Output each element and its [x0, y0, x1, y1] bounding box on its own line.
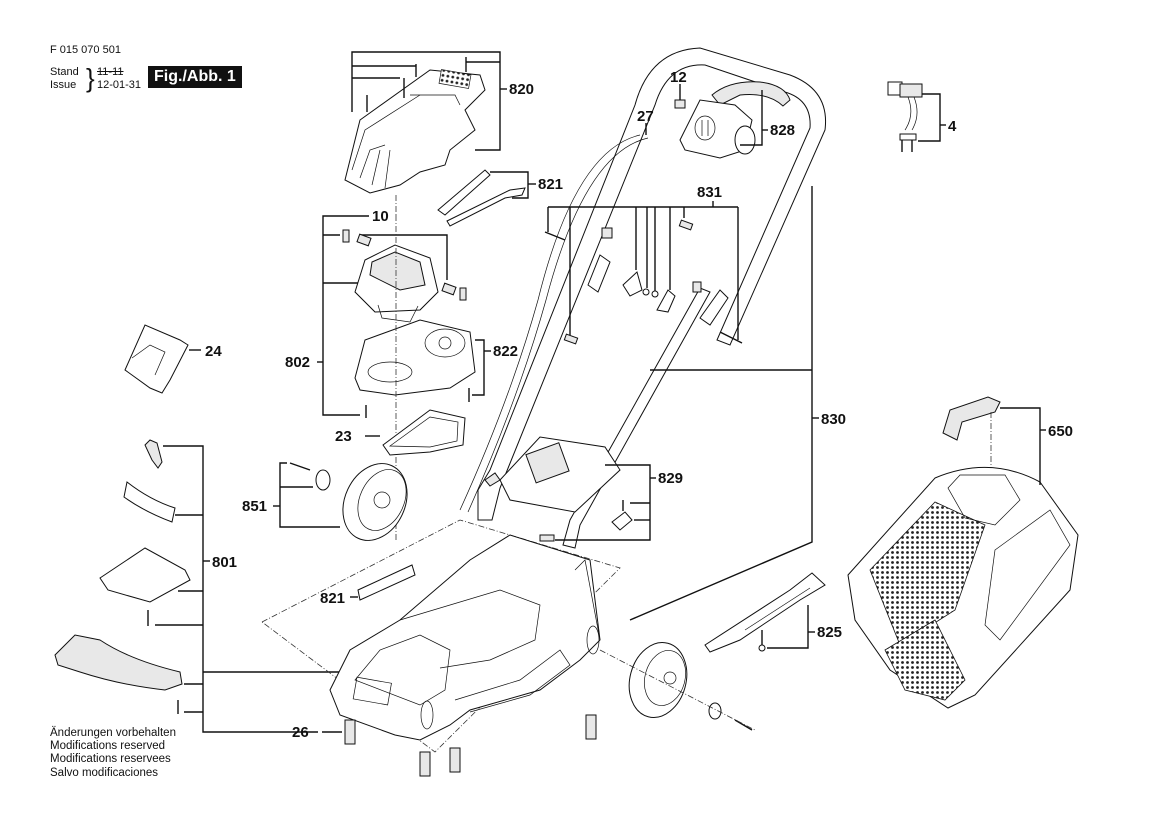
- callout-12: 12: [670, 69, 687, 86]
- figure-label: Fig./Abb. 1: [148, 66, 242, 88]
- callout-851: 851: [242, 498, 267, 515]
- callout-831: 831: [697, 184, 722, 201]
- part-821-foam-bottom[interactable]: [357, 564, 416, 601]
- part-24-logo-cover[interactable]: [124, 324, 189, 394]
- callout-27: 27: [637, 108, 654, 125]
- callout-650: 650: [1048, 423, 1073, 440]
- callout-4: 4: [948, 118, 957, 135]
- part-828-switch-handle[interactable]: [679, 81, 791, 159]
- modification-notice: Änderungen vorbehalten Modifications res…: [50, 727, 176, 780]
- notice-es: Salvo modificaciones: [50, 766, 159, 779]
- leader-4: [918, 93, 946, 142]
- leader-830: [629, 186, 819, 621]
- leader-820: [351, 51, 507, 151]
- leader-650: [1000, 407, 1046, 485]
- part-831-fasteners[interactable]: [544, 219, 743, 345]
- stand-value: 11-11: [97, 66, 124, 78]
- callout-24: 24: [205, 343, 222, 360]
- leader-828: [740, 90, 768, 146]
- leader-10: [317, 215, 448, 416]
- callout-825: 825: [817, 624, 842, 641]
- part-650-grass-catcher[interactable]: [847, 396, 1079, 709]
- notice-en: Modifications reserved: [50, 740, 166, 753]
- leader-825: [767, 605, 815, 649]
- brace-icon: }: [86, 63, 95, 93]
- callout-23: 23: [335, 428, 352, 445]
- screws-820: [366, 57, 467, 112]
- leader-831: [547, 201, 739, 340]
- callout-829: 829: [658, 470, 683, 487]
- part-829-adjuster-cover[interactable]: [484, 436, 633, 542]
- part-851-wheel-right[interactable]: [621, 636, 753, 731]
- callout-820: 820: [509, 81, 534, 98]
- leader-829: [555, 464, 656, 541]
- part-825-blade[interactable]: [704, 572, 826, 653]
- part-4-power-plug[interactable]: [887, 81, 923, 152]
- callout-830: 830: [821, 411, 846, 428]
- mower-deck[interactable]: [329, 534, 601, 741]
- part-23-gasket[interactable]: [382, 409, 466, 456]
- callout-10: 10: [372, 208, 389, 225]
- callout-802: 802: [285, 354, 310, 371]
- part-802-motor[interactable]: [354, 244, 439, 323]
- part-851-wheel-left[interactable]: [289, 453, 419, 551]
- callout-26: 26: [292, 724, 309, 741]
- part-822-fan-housing[interactable]: [354, 319, 476, 396]
- part-820-motor-cover[interactable]: [344, 69, 486, 194]
- leader-801: [155, 445, 340, 733]
- callout-828: 828: [770, 122, 795, 139]
- callout-801: 801: [212, 554, 237, 571]
- callout-822: 822: [493, 343, 518, 360]
- callout-821-top: 821: [538, 176, 563, 193]
- part-801-housing-set[interactable]: [54, 439, 191, 714]
- part-26-mounting-plates[interactable]: [344, 714, 597, 777]
- leader-821-top: [490, 171, 536, 199]
- document-number: F 015 070 501: [50, 44, 121, 56]
- notice-de: Änderungen vorbehalten: [50, 727, 176, 739]
- part-12-cable-clip[interactable]: [674, 99, 686, 109]
- callout-821-bottom: 821: [320, 590, 345, 607]
- part-821-straps[interactable]: [437, 169, 526, 227]
- leader-822: [365, 339, 491, 418]
- issue-value: 12-01-31: [97, 79, 142, 91]
- leader-851: [273, 462, 340, 528]
- part-10-carbon-brushes[interactable]: [342, 229, 467, 301]
- issue-label: Issue: [50, 79, 77, 91]
- notice-fr: Modifications reservees: [50, 753, 171, 766]
- stand-label: Stand: [50, 66, 79, 78]
